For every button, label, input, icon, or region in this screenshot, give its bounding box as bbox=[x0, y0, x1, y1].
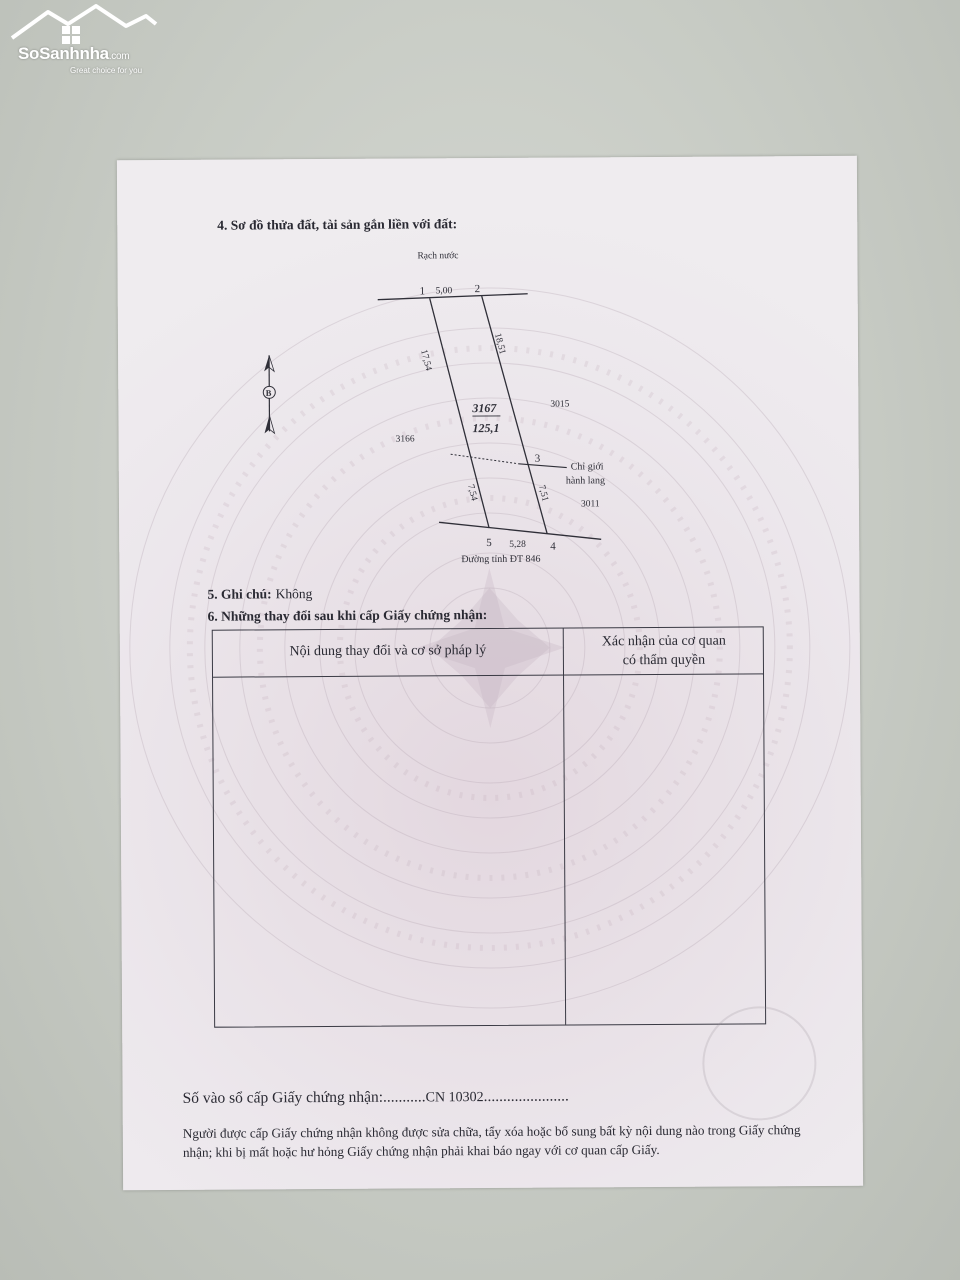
vertex-2: 2 bbox=[475, 283, 481, 295]
north-arrow-icon bbox=[262, 355, 276, 435]
road-label: Đường tỉnh ĐT 846 bbox=[461, 554, 540, 565]
registry-dots-before: ........... bbox=[382, 1088, 426, 1106]
watermark-tagline: Great choice for you bbox=[70, 66, 143, 75]
corridor-line bbox=[518, 463, 567, 469]
edge-top-length: 5,00 bbox=[436, 286, 453, 296]
registry-number: CN 10302 bbox=[425, 1090, 484, 1106]
vertex-1: 1 bbox=[420, 285, 426, 297]
table-header-confirmation-line1: Xác nhận của cơ quan bbox=[601, 633, 726, 650]
table-header-confirmation-line2: có thẩm quyền bbox=[622, 652, 706, 669]
canal-line bbox=[377, 293, 528, 301]
parcel-number: 3167 bbox=[471, 401, 497, 415]
table-header-confirmation: Xác nhận của cơ quan có thẩm quyền bbox=[563, 631, 765, 670]
table-column-divider bbox=[562, 628, 567, 1025]
edge-bottom-length: 5,28 bbox=[509, 540, 526, 550]
registry-label: Số vào sổ cấp Giấy chứng nhận: bbox=[182, 1088, 384, 1107]
vertex-4: 4 bbox=[550, 541, 556, 553]
edge-left-upper-length: 17,54 bbox=[418, 349, 433, 372]
changes-table: Nội dung thay đổi và cơ sở pháp lý Xác n… bbox=[211, 626, 767, 1028]
road-line bbox=[439, 521, 602, 540]
neighbor-parcel-right-bottom: 3011 bbox=[581, 499, 600, 509]
neighbor-parcel-right-top: 3015 bbox=[550, 400, 569, 410]
table-header-divider bbox=[213, 673, 764, 678]
section-6-title: 6. Những thay đổi sau khi cấp Giấy chứng… bbox=[207, 607, 488, 624]
watermark-brand: SoSanhnha.com bbox=[18, 44, 130, 63]
section-5-note: 5. Ghi chú:Không bbox=[207, 586, 312, 603]
registry-number-line: Số vào sổ cấp Giấy chứng nhận:..........… bbox=[183, 1088, 569, 1108]
house-icon bbox=[10, 4, 158, 44]
embossed-seal bbox=[702, 1006, 817, 1121]
corridor-line-dashed bbox=[450, 453, 519, 465]
neighbor-parcel-left: 3166 bbox=[396, 434, 415, 444]
land-plot-diagram: Rạch nước 1 2 3 4 5 5,00 18,51 17,54 7,5… bbox=[262, 251, 605, 565]
edge-left-lower-length: 7,54 bbox=[465, 483, 479, 502]
vertex-3: 3 bbox=[535, 453, 541, 465]
river-label: Rạch nước bbox=[417, 251, 458, 261]
section-5-title: 5. Ghi chú: bbox=[207, 586, 272, 602]
table-header-content: Nội dung thay đổi và cơ sở pháp lý bbox=[289, 643, 487, 660]
parcel-edge-left bbox=[429, 298, 490, 529]
parcel-area: 125,1 bbox=[472, 421, 499, 435]
section-5-value: Không bbox=[275, 586, 313, 602]
bronze-drum-watermark bbox=[129, 287, 851, 1009]
edge-right-lower-length: 7,51 bbox=[536, 484, 550, 503]
vertex-5: 5 bbox=[486, 537, 492, 549]
certificate-page: 4. Sơ đồ thửa đất, tài sản gắn liền với … bbox=[116, 155, 864, 1191]
registry-dots-after: ...................... bbox=[483, 1087, 569, 1106]
north-arrow-letter: B bbox=[266, 388, 272, 398]
corridor-label-1: Chỉ giới bbox=[571, 461, 604, 472]
legal-notice: Người được cấp Giấy chứng nhận không đượ… bbox=[182, 1122, 801, 1160]
watermark-logo: SoSanhnha.com Great choice for you bbox=[8, 2, 158, 80]
parcel-edge-right bbox=[481, 295, 548, 534]
corridor-label-2: hành lang bbox=[566, 475, 605, 486]
